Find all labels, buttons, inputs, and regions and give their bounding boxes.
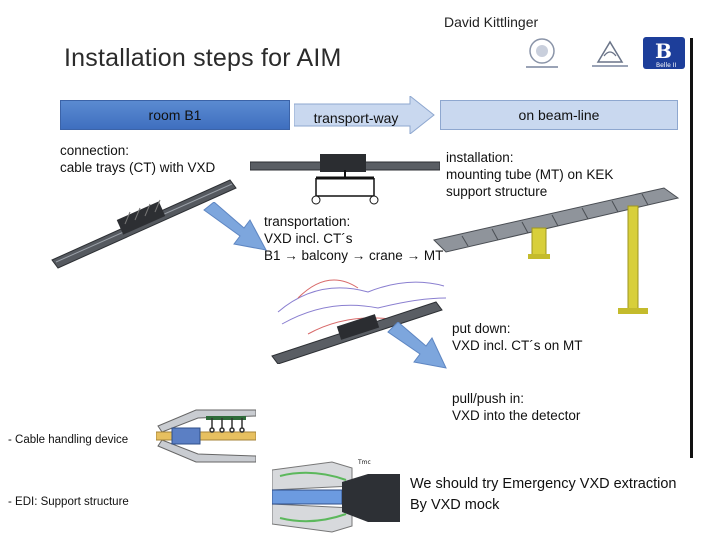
- author-name: David Kittlinger: [444, 14, 539, 30]
- drawing-label: Tmc: [357, 459, 371, 466]
- cable-tray-vxd-drawing: [51, 179, 237, 269]
- step-transportation: transportation: VXD incl. CT´s B1 → balc…: [264, 214, 444, 263]
- stage-beam-line: on beam-line: [440, 100, 678, 130]
- slide-title: Installation steps for AIM: [64, 44, 342, 72]
- transport-arrow: [294, 96, 435, 134]
- mounting-tube-support-drawing: [433, 187, 680, 314]
- bullet-cable-handling: - Cable handling device: [8, 434, 129, 446]
- step-put-down: put down: VXD incl. CT´s on MT: [452, 321, 583, 353]
- transport-frame-drawing: [250, 154, 440, 205]
- vertical-divider: [690, 38, 693, 458]
- stage-room-b1: room B1: [60, 100, 290, 130]
- step-pull-push: pull/push in: VXD into the detector: [452, 391, 581, 423]
- cable-handling-device-drawing: [156, 409, 256, 463]
- svg-text:Belle II: Belle II: [656, 62, 677, 69]
- belle-ii-logo: B Belle II: [643, 37, 685, 69]
- edi-support-structure-drawing: Tmc: [272, 456, 406, 538]
- step-arrow-2: [387, 322, 447, 369]
- footer-note: We should try Emergency VXD extraction B…: [410, 476, 677, 513]
- stage-transport-way: transport-way: [313, 110, 399, 126]
- svg-text:B: B: [655, 39, 672, 63]
- vxd-crane-drawing: [271, 279, 447, 364]
- university-seal-logo: [526, 38, 558, 68]
- bullet-edi-support: - EDI: Support structure: [8, 496, 129, 508]
- step-connection: connection: cable trays (CT) with VXD: [60, 143, 216, 175]
- step-installation: installation: mounting tube (MT) on KEK …: [446, 150, 614, 199]
- max-planck-logo: [592, 40, 628, 67]
- step-arrow-1: [203, 202, 267, 251]
